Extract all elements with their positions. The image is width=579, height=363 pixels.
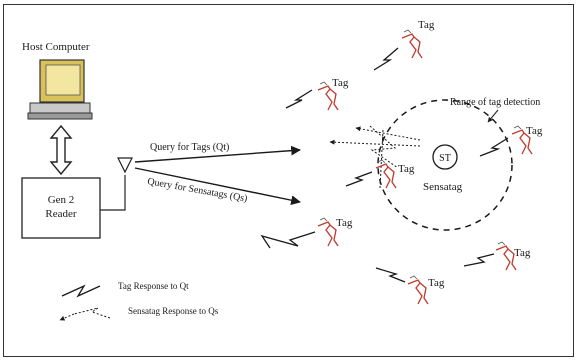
query-tags-arrow — [134, 145, 301, 163]
tag-6: Tag — [463, 241, 531, 271]
sensatag-response-arrow — [355, 126, 421, 141]
tag-label: Tag — [526, 125, 543, 137]
tag-4: Tag — [345, 159, 415, 189]
legend-tag-response-zigzag — [61, 284, 101, 298]
legend-sensatag-response-zigzag — [73, 307, 111, 319]
detection-range-circle — [377, 99, 513, 231]
legend-tag-response-label: Tag Response to Qt — [118, 281, 189, 291]
tag-label: Tag — [336, 217, 353, 229]
tag-response-zigzag — [285, 89, 313, 109]
tag-response-zigzag — [345, 171, 373, 187]
antenna-icon — [100, 157, 133, 211]
sensatag-symbol: ST — [439, 153, 451, 164]
tag-7: Tag — [375, 267, 445, 305]
sensatag-label: Sensatag — [423, 181, 463, 193]
tag-response-zigzag — [479, 137, 509, 157]
host-computer-label: Host Computer — [22, 41, 90, 53]
tag-label: Tag — [418, 19, 435, 31]
link-arrow-icon — [49, 124, 73, 176]
tag-label: Tag — [428, 277, 445, 289]
reader-label-line2: Reader — [45, 208, 76, 220]
tag-1: Tag — [373, 19, 435, 71]
tag-label: Tag — [332, 77, 349, 89]
range-label: Range of tag detection — [450, 97, 540, 108]
sensatag-response-line — [379, 129, 384, 189]
legend-sensatag-response-arrow — [59, 313, 75, 321]
query-sensatags-arrow — [134, 167, 301, 206]
tag-label: Tag — [514, 247, 531, 259]
sensatag-response-zigzag — [369, 125, 399, 169]
sensatag-icon — [432, 144, 458, 170]
tag-response-zigzag — [375, 267, 406, 283]
tag-3: Tag — [479, 125, 543, 157]
computer-icon — [27, 59, 93, 120]
tag-response-zigzag — [260, 231, 316, 249]
sensatag-response-arrow — [329, 139, 421, 147]
reader-label-line1: Gen 2 — [48, 194, 75, 206]
query-tags-label: Query for Tags (Qt) — [150, 142, 229, 153]
tag-label: Tag — [398, 163, 415, 175]
legend: Tag Response to Qt Sensatag Response to … — [59, 281, 219, 321]
tag-5: Tag — [260, 217, 353, 249]
reader-box — [21, 177, 101, 239]
tag-response-zigzag — [463, 253, 495, 267]
tag-2: Tag — [285, 77, 349, 111]
range-pointer — [487, 109, 499, 123]
tag-response-zigzag — [373, 47, 399, 71]
legend-sensatag-response-label: Sensatag Response to Qs — [128, 306, 219, 316]
